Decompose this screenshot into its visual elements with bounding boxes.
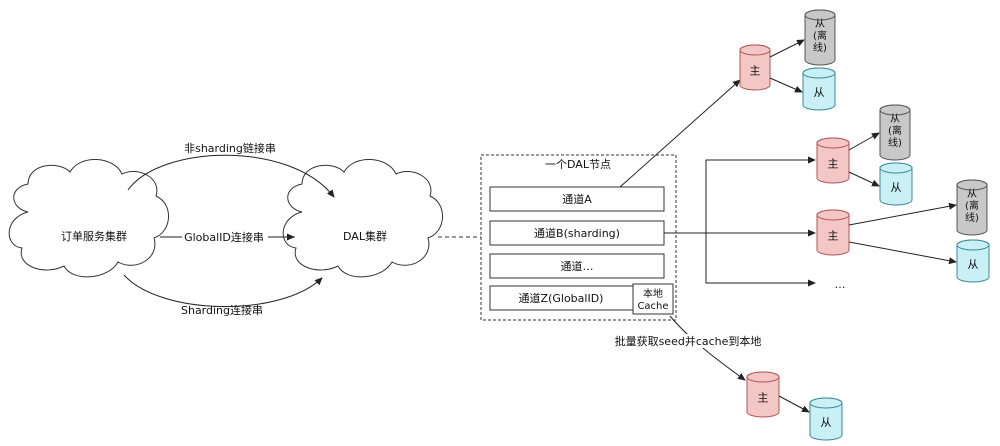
repl-m1-offline (769, 39, 805, 58)
channel-b-label: 通道B(sharding) (534, 226, 620, 240)
repl-m1-slave (769, 77, 803, 93)
offline-slave-db-1: 从(离线) (804, 9, 836, 66)
edge-sharding (123, 274, 323, 307)
slave-db-1-label-0: 从 (814, 86, 825, 99)
replication-edges (769, 39, 957, 413)
edge-non-sharding (127, 154, 335, 198)
channel-a-label: 通道A (562, 192, 592, 206)
local-cache-label-2: Cache (637, 301, 668, 312)
batch-label: 批量获取seed并cache到本地 (615, 334, 762, 348)
offline-slave-db-1-label-0: 从 (815, 19, 825, 30)
repl-m3-offline (848, 202, 957, 226)
channel-etc-label: 通道… (561, 259, 594, 273)
repl-m2-offline (848, 132, 880, 151)
repl-m2-slave (848, 171, 880, 187)
database-cylinders: 主从(离线)从主从(离线)从主从(离线)从主从 (739, 9, 990, 441)
arrow-channel-a-to-master1 (619, 79, 741, 188)
slave-db-2-label-0: 从 (891, 181, 902, 194)
edge-non-sharding-label: 非sharding链接串 (184, 141, 276, 155)
order-service-label: 订单服务集群 (61, 229, 127, 243)
arrow-channel-b-to-master2 (705, 156, 816, 233)
offline-slave-db-3-label-2: 线) (965, 211, 979, 224)
channel-etc: 通道… (489, 253, 665, 279)
slave-db-3: 从 (956, 239, 990, 283)
master-db-4-label-0: 主 (758, 392, 769, 405)
channel-a: 通道A (489, 186, 665, 212)
offline-slave-db-2-label-2: 线) (888, 136, 902, 149)
offline-slave-db-2-label-0: 从 (890, 114, 900, 125)
more-shards-ellipsis: … (835, 278, 846, 291)
arrow-cache-to-master4 (669, 315, 746, 381)
master-db-1: 主 (739, 44, 771, 91)
repl-m3-slave (848, 241, 957, 265)
edge-globalid-label-bg (182, 228, 268, 244)
master-db-2-label-0: 主 (828, 158, 839, 171)
offline-slave-db-3-label-0: 从 (967, 189, 977, 200)
slave-db-1: 从 (802, 67, 836, 111)
dal-node-box (480, 154, 677, 321)
edge-globalid-label: GlobalID连接串 (184, 231, 264, 244)
edge-sharding-label: Sharding连接串 (181, 304, 263, 317)
local-cache-box: 本地 Cache (632, 283, 674, 315)
slave-db-4-label-0: 从 (821, 416, 832, 429)
slave-db-2: 从 (879, 162, 913, 206)
repl-m4-slave (778, 395, 810, 413)
channel-z-label: 通道Z(GlobalID) (519, 291, 604, 305)
dal-cluster-label: DAL集群 (343, 229, 387, 243)
order-service-cloud: 订单服务集群 (8, 159, 169, 278)
master-db-3-label-0: 主 (828, 230, 839, 243)
dal-node-title: 一个DAL节点 (545, 158, 611, 171)
dal-cluster-cloud: DAL集群 (282, 159, 443, 278)
master-db-2: 主 (816, 137, 850, 184)
local-cache-label-1: 本地 (643, 287, 663, 300)
offline-slave-db-1-label-2: 线) (813, 41, 827, 54)
offline-slave-db-3-label-1: (离 (965, 199, 979, 212)
master-db-3: 主 (816, 209, 850, 256)
offline-slave-db-2-label-1: (离 (888, 124, 902, 137)
offline-slave-db-3: 从(离线) (956, 179, 988, 236)
offline-slave-db-2: 从(离线) (879, 104, 911, 161)
master-db-1-label-0: 主 (750, 65, 761, 78)
batch-label-bg (612, 334, 762, 348)
arrow-channel-b-to-more (705, 233, 816, 287)
slave-db-3-label-0: 从 (968, 258, 979, 271)
offline-slave-db-1-label-1: (离 (813, 29, 827, 42)
channel-b: 通道B(sharding) (489, 220, 665, 246)
master-db-4: 主 (746, 371, 780, 418)
slave-db-4: 从 (809, 397, 843, 441)
channel-z: 通道Z(GlobalID) (489, 285, 634, 311)
